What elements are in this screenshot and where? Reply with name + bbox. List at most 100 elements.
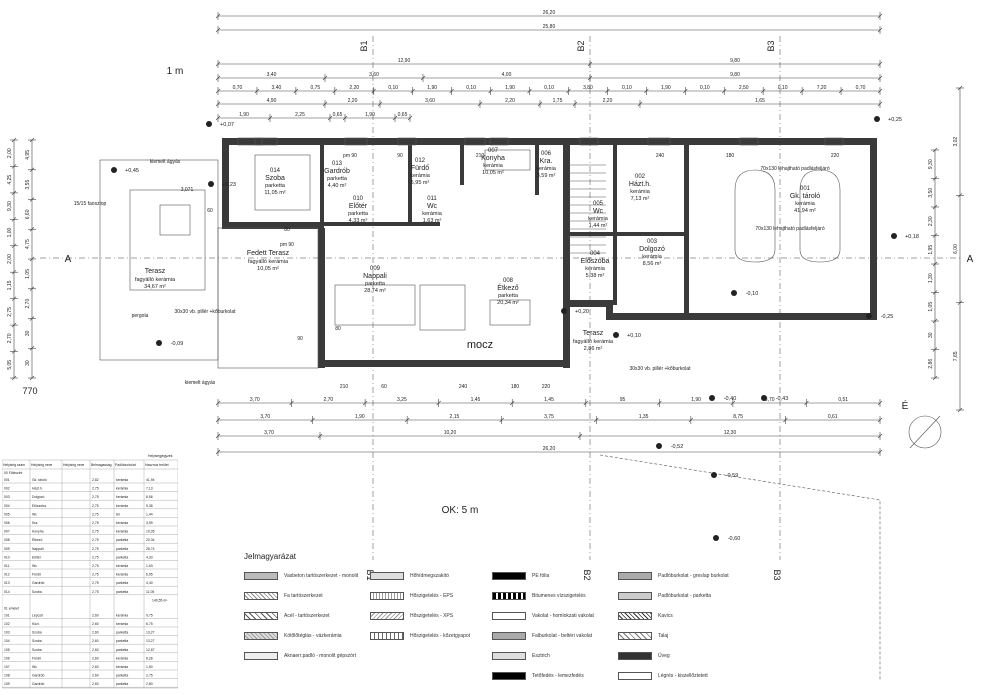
legend-item: Falburkolat - beltéri vakolat	[492, 632, 642, 640]
legend-label: Vasbeton tartószerkezet - monolit	[284, 573, 359, 579]
dim-bottom-row2-label: 3,75	[544, 414, 554, 420]
level-label: -0,59	[726, 473, 739, 479]
table-subtotal: 149,55 m²	[152, 598, 168, 602]
table-cell: 103	[4, 631, 10, 635]
level-marker-icon	[111, 167, 117, 173]
table-cell: 4,33	[146, 555, 153, 559]
table-cell: 2,75	[92, 564, 99, 568]
wall-segment	[870, 138, 877, 320]
legend-swatch	[244, 572, 278, 580]
dim-right-b-label: 2,30	[928, 216, 934, 226]
legend-label: Vakolat - homlokzati vakolat	[532, 613, 594, 619]
table-cell: 109	[4, 682, 10, 686]
dim-right-a-label: 7,65	[953, 351, 959, 361]
table-cell: 101	[4, 613, 10, 617]
table-cell: 8,28	[146, 656, 153, 660]
wall-segment	[320, 145, 324, 230]
dim-bottom-row1-label: 1,45	[471, 397, 481, 403]
table-cell: 2,60	[92, 631, 99, 635]
dim-top-row5-label: 0,10	[778, 85, 788, 91]
legend-item: Hőszigetelés - EPS	[370, 592, 520, 600]
room-name: Nappali	[363, 273, 387, 280]
level-marker-icon	[866, 313, 872, 319]
dim-bottom-overall-label: 26,20	[543, 446, 556, 452]
table-cell: Gardrób	[32, 581, 45, 585]
wall-segment	[684, 145, 689, 313]
dim-top-row5-label: 0,10	[544, 85, 554, 91]
door-note: 220	[542, 384, 551, 390]
dim-top-row6-label: 4,90	[267, 98, 277, 104]
legend-item: PE fólia	[492, 572, 642, 580]
legend-label: Hőszigetelés - XPS	[410, 613, 454, 619]
table-cell: 2,75	[92, 547, 99, 551]
dim-bottom-row1-label: 3,70	[250, 397, 260, 403]
table-cell: kerámia	[116, 530, 128, 534]
dim-top-row7-label: 1,90	[239, 112, 249, 118]
table-cell: 13,27	[146, 639, 155, 643]
terrace-name: Terasz	[145, 268, 166, 275]
table-cell: 007	[4, 530, 10, 534]
room-area: 1,63 m²	[423, 218, 442, 224]
dim-right-b-label: 2,86	[928, 359, 934, 369]
legend: Jelmagyarázat Vasbeton tartószerkezet - …	[230, 550, 729, 690]
table-cell: Dolgozó	[32, 495, 45, 499]
car-symbol	[734, 169, 776, 263]
legend-item: Padlóburkolat - greslap burkolat	[618, 572, 768, 580]
section-label-right: A	[967, 254, 974, 265]
table-cell: kerámia	[116, 656, 128, 660]
dim-top-row4-label: 4,00	[502, 72, 512, 78]
door-note: 180	[511, 384, 520, 390]
legend-label: Bitumenes vízszigetelés	[532, 593, 586, 599]
level-marker-icon	[656, 443, 662, 449]
table-cell: kerámia	[116, 487, 128, 491]
legend-item: Padlóburkolat - parketta	[618, 592, 768, 600]
dim-right-b-label: 9,30	[928, 159, 934, 169]
table-cell: 8,56	[146, 495, 153, 499]
legend-item: Üveg	[618, 652, 768, 660]
table-cell: parketta	[116, 674, 128, 678]
door-note: 90	[397, 153, 403, 159]
level-label: +0,23	[222, 182, 236, 188]
room-name: Wc	[593, 208, 604, 215]
legend-item: Vakolat - homlokzati vakolat	[492, 612, 642, 620]
dim-bottom-row1-label: 0,51	[838, 397, 848, 403]
legend-item: Talaj	[618, 632, 768, 640]
legend-swatch	[370, 572, 404, 580]
grid-label-bottom: B2	[582, 569, 592, 580]
terrace-area: 34,67 m²	[144, 284, 166, 290]
dim-bottom-row1-label: 1,90	[691, 397, 701, 403]
table-cell: 004	[4, 504, 10, 508]
door-note: 60	[207, 208, 213, 214]
table-cell: 4,40	[146, 581, 153, 585]
legend-label: Légrés - kiszellőztetett	[658, 673, 708, 679]
table-cell: parketta	[116, 547, 128, 551]
grid-label-top: B2	[576, 40, 586, 51]
level-label: -0,40	[724, 396, 737, 402]
room-number: 010	[353, 196, 364, 202]
table-cell: Fürdő	[32, 656, 41, 660]
level-marker-icon	[206, 121, 212, 127]
dim-bottom-row1-label: 1,45	[544, 397, 554, 403]
table-cell: parketta	[116, 590, 128, 594]
dim-top-row5-label: 2,20	[349, 85, 359, 91]
table-cell: kerámia	[116, 613, 128, 617]
legend-label: Hőhídmegszakító	[410, 573, 449, 579]
room-number: 013	[332, 161, 343, 167]
legend-label: Talaj	[658, 633, 669, 639]
level-label: -0,09	[171, 341, 184, 347]
level-marker-icon	[891, 233, 897, 239]
dim-right-b-label: 30	[928, 332, 934, 338]
dim-bottom-row3-label: 3,70	[264, 430, 274, 436]
plan-annotation: pergola	[132, 313, 149, 319]
room-name: Házt.h.	[629, 181, 651, 188]
legend-item: Hőhídmegszakító	[370, 572, 520, 580]
table-cell: 2,75	[92, 555, 99, 559]
dim-top-row5-label: 0,75	[310, 85, 320, 91]
dim-left-b-label: 3,55	[25, 180, 31, 190]
door-note: 90	[297, 336, 303, 342]
table-cell: 7,13	[146, 487, 153, 491]
dim-top-row5-label: 3,80	[583, 85, 593, 91]
dim-left-b-label: 30	[25, 360, 31, 366]
